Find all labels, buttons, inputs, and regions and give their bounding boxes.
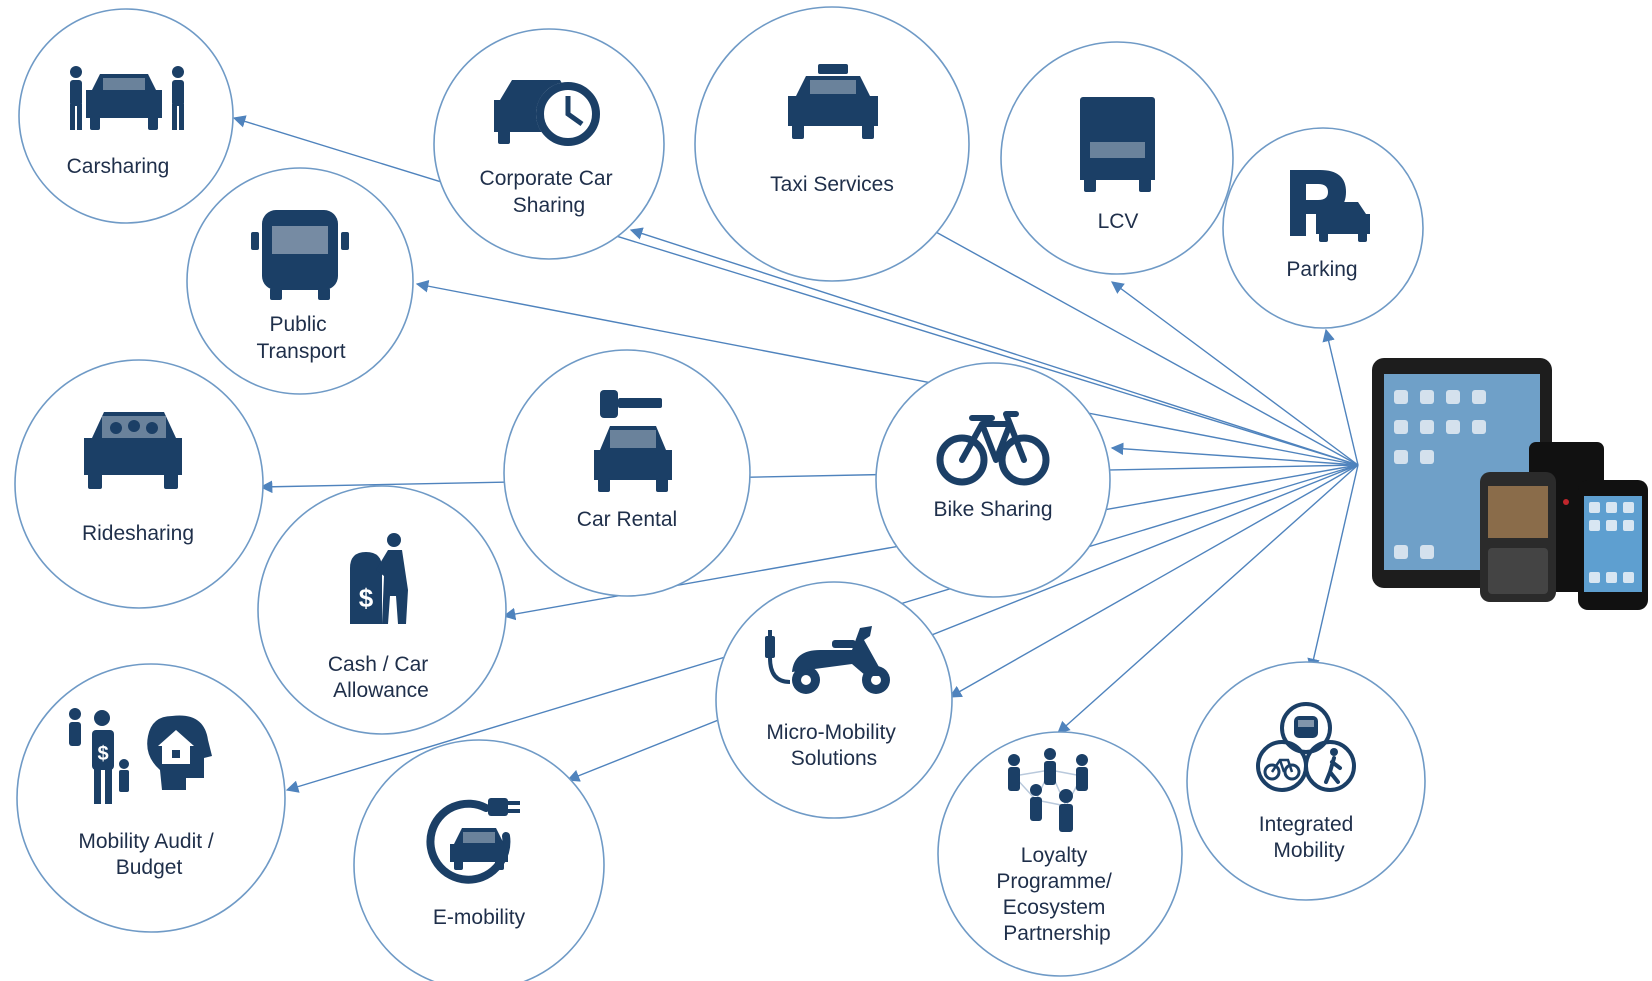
svg-text:Micro-Mobility Solutions: Micro-Mobility Solutions <box>766 721 901 770</box>
car-clock-icon <box>494 80 600 146</box>
node-label-line: Mobility <box>1273 839 1345 862</box>
node-label-line: Taxi Services <box>770 173 894 196</box>
node-label-line: Allowance <box>333 679 429 702</box>
arrow-to-integrated-mobility <box>1307 464 1359 672</box>
arrow-to-taxi-services <box>923 225 1359 466</box>
node-integrated-mobility: Integrated Mobility <box>1186 661 1426 901</box>
arrow-to-loyalty <box>1057 464 1359 734</box>
svg-text:Mobility Audit / Budget: Mobility Audit / Budget <box>78 830 219 879</box>
svg-text:Integrated Mobility: Integrated Mobility <box>1259 813 1359 862</box>
arrow-to-parking <box>1322 328 1359 466</box>
bicycle-icon <box>936 411 1050 486</box>
taxi-icon <box>788 64 878 139</box>
electric-scooter-icon <box>765 626 890 694</box>
node-label-line: Partnership <box>1003 922 1110 945</box>
mobile-devices-icon <box>1372 358 1648 610</box>
svg-text:Car Rental: Car Rental <box>577 508 677 531</box>
node-loyalty: Loyalty Programme/ Ecosystem Partnership <box>937 731 1183 977</box>
arrow-to-public-transport <box>415 279 1359 466</box>
node-taxi-services: Taxi Services <box>694 6 970 282</box>
arrow-to-bike-sharing <box>1110 442 1359 466</box>
node-parking: Parking <box>1222 127 1424 329</box>
svg-text:Cash / Car Allowance: Cash / Car Allowance <box>328 653 434 702</box>
node-label-line: Programme/ <box>996 870 1112 893</box>
svg-text:Parking: Parking <box>1286 258 1357 281</box>
svg-text:Ridesharing: Ridesharing <box>82 522 194 545</box>
node-label-line: Bike Sharing <box>933 498 1052 521</box>
svg-text:Public Transport: Public Transport <box>256 313 345 363</box>
arrow-to-e-mobility <box>566 464 1359 782</box>
parking-icon <box>1290 170 1370 242</box>
svg-text:Loyalty Programme/: Loyalty Programme/ Ecosystem Partnership <box>996 844 1117 945</box>
node-micro-mobility: Micro-Mobility Solutions <box>715 581 953 819</box>
node-label-line: Carsharing <box>67 155 170 178</box>
svg-text:Carsharing: Carsharing <box>67 155 170 178</box>
family-budget-house-icon: $ <box>69 708 212 804</box>
arrow-to-ridesharing <box>259 464 1359 494</box>
truck-icon <box>1080 97 1155 192</box>
node-label-line: Mobility Audit / <box>78 830 214 853</box>
node-e-mobility: E-mobility <box>353 739 605 981</box>
bus-icon <box>251 210 349 300</box>
car-key-icon <box>594 390 672 492</box>
arrow-to-corporate-car-sharing <box>629 227 1359 466</box>
electric-car-plug-icon <box>426 798 520 884</box>
node-label-line: Corporate Car <box>480 167 613 190</box>
svg-text:Corporate Car Sharing: Corporate Car Sharing <box>480 167 619 217</box>
node-label-line: Parking <box>1286 258 1357 281</box>
svg-text:Bike Sharing: Bike Sharing <box>933 498 1052 521</box>
node-corporate-car-sharing: Corporate Car Sharing <box>433 28 665 260</box>
svg-text:$: $ <box>97 743 108 765</box>
node-public-transport: Public Transport <box>186 167 414 395</box>
cash-machine-icon: $ <box>350 533 408 624</box>
svg-text:$: $ <box>359 583 374 613</box>
node-label-line: Ecosystem <box>1003 896 1106 919</box>
arrow-to-lcv <box>1110 281 1359 466</box>
node-label-line: Car Rental <box>577 508 677 531</box>
arrow-to-carsharing <box>232 115 1359 466</box>
node-label-line: Solutions <box>791 747 877 770</box>
node-label-line: E-mobility <box>433 906 526 929</box>
node-car-rental: Car Rental <box>503 349 751 597</box>
node-label-line: Loyalty <box>1021 844 1088 867</box>
node-label-line: Budget <box>116 856 183 879</box>
node-bike-sharing: Bike Sharing <box>875 362 1111 598</box>
node-label-line: Transport <box>256 340 345 363</box>
node-label-line: Cash / Car <box>328 653 428 676</box>
node-ridesharing: Ridesharing <box>14 359 264 609</box>
node-label-line: Integrated <box>1259 813 1354 836</box>
node-label-line: LCV <box>1098 210 1139 233</box>
car-passengers-icon <box>84 412 182 489</box>
bike-bus-walk-icon <box>1256 702 1356 792</box>
node-mobility-audit: $ Mobility Audit / Budget <box>16 663 286 933</box>
node-lcv: LCV <box>1000 41 1234 275</box>
node-label-line: Public <box>269 313 326 336</box>
network-people-icon <box>1008 748 1088 832</box>
svg-text:LCV: LCV <box>1098 210 1139 233</box>
node-label-line: Micro-Mobility <box>766 721 896 744</box>
svg-text:E-mobility: E-mobility <box>433 906 526 929</box>
arrow-to-micro-mobility <box>948 464 1359 698</box>
connector-arrows <box>232 115 1359 793</box>
node-cash-car-allowance: $ Cash / Car Allowance <box>257 485 507 735</box>
node-label-line: Sharing <box>513 194 585 217</box>
node-carsharing: Carsharing <box>18 8 234 224</box>
carsharing-handover-icon <box>70 66 184 130</box>
svg-text:Taxi Services: Taxi Services <box>770 173 894 196</box>
node-label-line: Ridesharing <box>82 522 194 545</box>
